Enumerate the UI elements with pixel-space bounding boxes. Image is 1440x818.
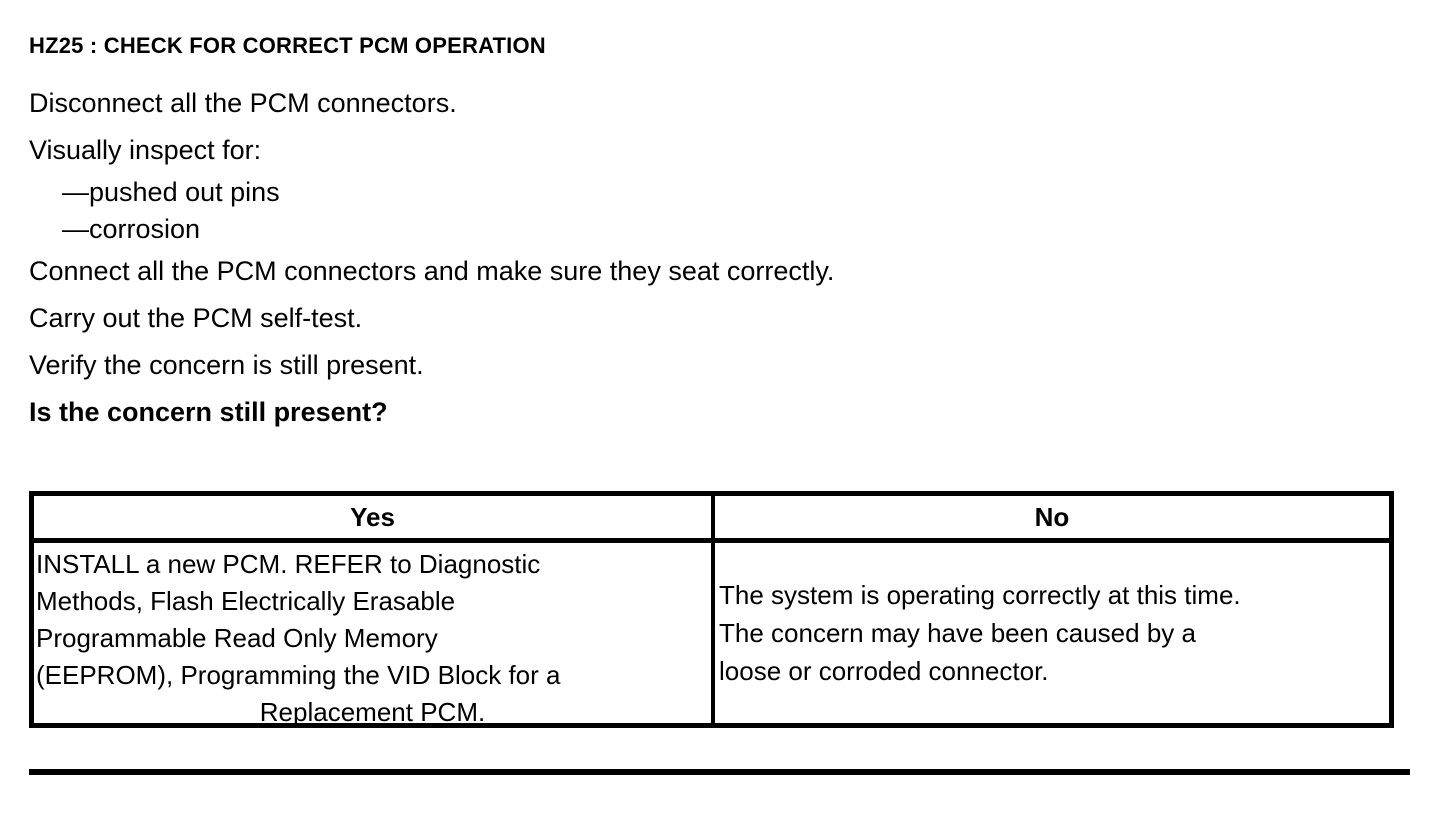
no-action-line: The concern may have been caused by a xyxy=(719,618,1196,648)
table-header-row: Yes No xyxy=(34,496,1389,543)
no-action-line: The system is operating correctly at thi… xyxy=(719,580,1241,610)
step-line: Connect all the PCM connectors and make … xyxy=(29,256,835,286)
decision-question: Is the concern still present? xyxy=(29,397,388,427)
column-header-no: No xyxy=(1034,501,1070,532)
decision-table: Yes No INSTALL a new PCM. REFER to Diagn… xyxy=(29,491,1394,728)
footer-divider xyxy=(29,769,1410,775)
table-cell-yes: INSTALL a new PCM. REFER to Diagnostic M… xyxy=(34,543,715,727)
table-row: INSTALL a new PCM. REFER to Diagnostic M… xyxy=(34,543,1389,727)
step-line: Verify the concern is still present. xyxy=(29,350,424,380)
list-item: —pushed out pins xyxy=(62,177,280,207)
step-line: Carry out the PCM self-test. xyxy=(29,303,363,333)
step-line: Disconnect all the PCM connectors. xyxy=(29,88,457,118)
yes-action-line: Programmable Read Only Memory xyxy=(36,623,438,653)
column-header-yes: Yes xyxy=(350,501,395,532)
table-cell-no: The system is operating correctly at thi… xyxy=(715,543,1389,723)
yes-action-line: Methods, Flash Electrically Erasable xyxy=(36,586,456,616)
list-item: —corrosion xyxy=(62,214,201,244)
step-line: Visually inspect for: xyxy=(29,135,262,165)
yes-action-line: Replacement PCM. xyxy=(259,697,486,727)
table-header-cell-no: No xyxy=(715,496,1389,538)
no-action-line: loose or corroded connector. xyxy=(719,656,1049,686)
yes-action-line: (EEPROM), Programming the VID Block for … xyxy=(36,660,561,690)
no-action-text: The system is operating correctly at thi… xyxy=(715,543,1389,723)
table-header-cell-yes: Yes xyxy=(34,496,715,538)
yes-action-line: INSTALL a new PCM. REFER to Diagnostic xyxy=(36,549,541,579)
yes-action-text: INSTALL a new PCM. REFER to Diagnostic M… xyxy=(34,543,711,731)
procedure-steps: Disconnect all the PCM connectors. Visua… xyxy=(29,80,1389,436)
inspection-sub-list: —pushed out pins —corrosion xyxy=(29,174,1389,248)
page-title: HZ25 : CHECK FOR CORRECT PCM OPERATION xyxy=(29,33,546,58)
